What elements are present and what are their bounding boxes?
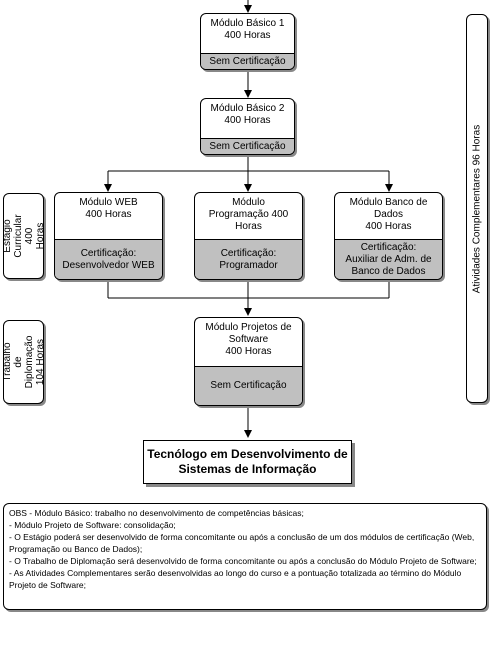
module-projetos-software-cert: Sem Certificação (195, 366, 302, 405)
module-projetos-software: Módulo Projetos de Software 400 Horas Se… (194, 317, 303, 406)
trabalho-diplomacao-label: Trabalho de Diplomação 104 Horas (3, 335, 44, 389)
module-banco-dados: Módulo Banco de Dados 400 Horas Certific… (334, 192, 443, 280)
module-programacao-cert: Certificação: Programador (195, 239, 302, 279)
module-basico-2-cert: Sem Certificação (201, 138, 294, 154)
obs-line-5: - As Atividades Complementares serão des… (9, 568, 462, 590)
trabalho-diplomacao-box: Trabalho de Diplomação 104 Horas (3, 320, 44, 404)
obs-line-3: - O Estágio poderá ser desenvolvido de f… (9, 532, 475, 554)
estagio-curricular-label: Estágio Curricular 400 Horas (3, 214, 44, 258)
obs-line-4: - O Trabalho de Diplomação será desenvol… (9, 556, 477, 566)
observations-box: OBS - Módulo Básico: trabalho no desenvo… (3, 503, 487, 610)
module-basico-2: Módulo Básico 2 400 Horas Sem Certificaç… (200, 98, 295, 155)
estagio-curricular-box: Estágio Curricular 400 Horas (3, 193, 44, 279)
module-basico-1: Módulo Básico 1 400 Horas Sem Certificaç… (200, 13, 295, 70)
module-banco-dados-title: Módulo Banco de Dados 400 Horas (349, 197, 428, 232)
module-web-title: Módulo WEB 400 Horas (79, 197, 138, 220)
tecnologo-final-box: Tecnólogo em Desenvolvimento de Sistemas… (143, 440, 352, 484)
atividades-complementares-box: Atividades Complementares 96 Horas (466, 14, 488, 403)
module-web: Módulo WEB 400 Horas Certificação: Desen… (54, 192, 163, 280)
module-basico-2-title: Módulo Básico 2 400 Horas (210, 103, 285, 126)
module-projetos-software-title: Módulo Projetos de Software 400 Horas (205, 322, 292, 357)
obs-line-1: OBS - Módulo Básico: trabalho no desenvo… (9, 508, 304, 518)
obs-line-2: - Módulo Projeto de Software: consolidaç… (9, 520, 176, 530)
module-programacao: Módulo Programação 400 Horas Certificaçã… (194, 192, 303, 280)
tecnologo-final-label: Tecnólogo em Desenvolvimento de Sistemas… (147, 447, 348, 476)
module-basico-1-cert: Sem Certificação (201, 53, 294, 69)
module-basico-1-title: Módulo Básico 1 400 Horas (210, 18, 285, 41)
module-web-cert: Certificação: Desenvolvedor WEB (55, 239, 162, 279)
module-programacao-title: Módulo Programação 400 Horas (208, 197, 289, 232)
module-banco-dados-cert: Certificação: Auxiliar de Adm. de Banco … (335, 239, 442, 279)
atividades-complementares-label: Atividades Complementares 96 Horas (471, 124, 483, 293)
